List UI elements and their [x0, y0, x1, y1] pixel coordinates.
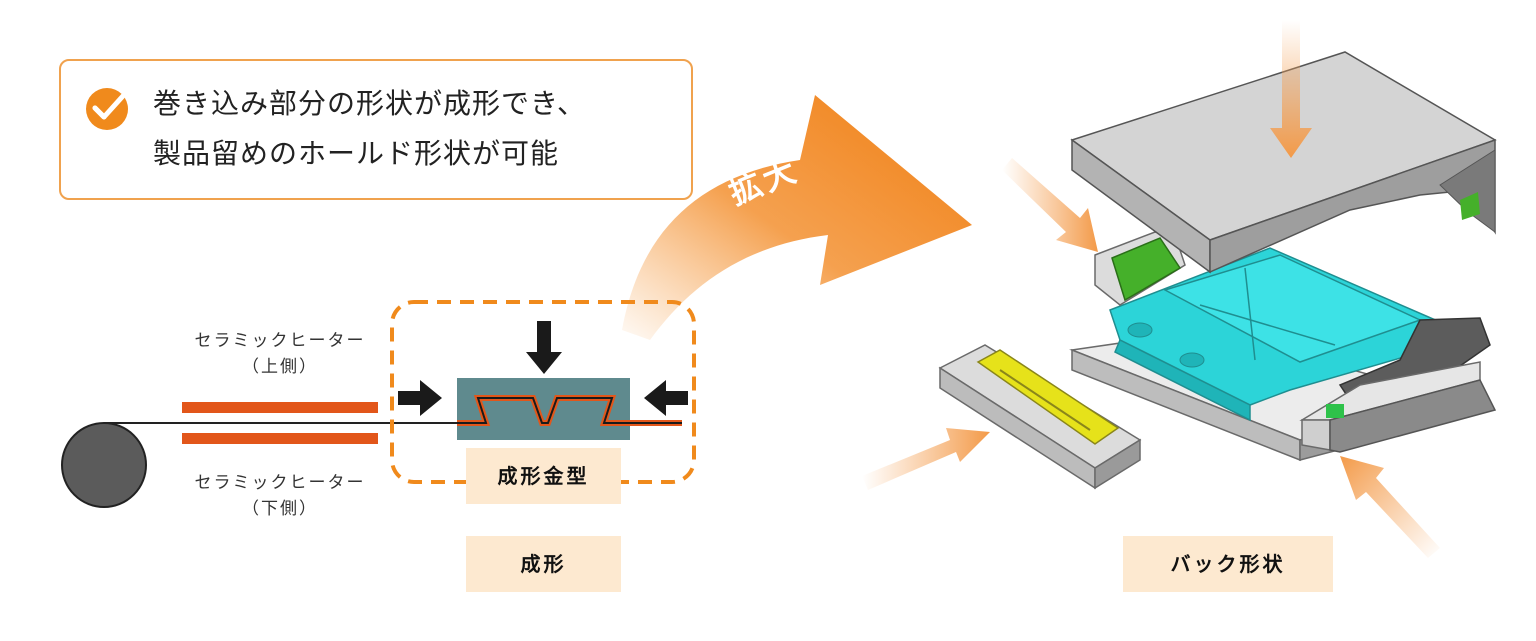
mold-region-outline: [390, 300, 696, 484]
heater-lower-bar: [182, 433, 378, 444]
heater-lower-name: セラミックヒーター: [194, 473, 366, 493]
heater-upper-bar: [182, 402, 378, 413]
yellow-insert-side: [1094, 438, 1141, 490]
callout-line-2: 製品留めのホールド形状が可能: [153, 137, 560, 170]
yellow-insert-groove: [999, 369, 1091, 431]
press-arrow-left: [644, 380, 688, 416]
right-block-front: [1301, 419, 1331, 451]
heater-upper-name: セラミックヒーター: [194, 331, 366, 351]
green-insert-part: [1111, 237, 1182, 302]
tray-hole-1: [1127, 322, 1153, 338]
heater-lower-position: （下側）: [242, 499, 318, 519]
upper-mold-cavity: [1439, 149, 1496, 233]
press-arrow-upper-left: [1002, 158, 1098, 252]
heater-upper-position: （上側）: [242, 357, 318, 377]
tray-rib-2: [1244, 267, 1256, 361]
enlarge-arrow: [622, 95, 972, 340]
tray-rib-1: [1199, 304, 1336, 346]
heater-lower-label: セラミックヒーター （下側）: [170, 470, 390, 522]
press-arrow-down: [526, 321, 562, 374]
press-arrow-lower-left: [862, 428, 990, 490]
process-tag: 成形: [466, 536, 621, 592]
feature-callout: 巻き込み部分の形状が成形でき、 製品留めのホールド形状が可能: [59, 59, 693, 200]
callout-line-1: 巻き込み部分の形状が成形でき、: [153, 87, 587, 120]
press-arrow-right: [398, 380, 442, 416]
film-reel: [61, 422, 147, 508]
tray-hole-2: [1179, 352, 1205, 368]
upper-mold-green-tab: [1460, 192, 1480, 220]
check-circle-icon: [86, 84, 134, 130]
yellow-insert-part: [976, 349, 1120, 445]
formed-film-core: [457, 397, 682, 424]
press-arrow-top: [1270, 20, 1312, 158]
press-arrow-lower-right: [1340, 456, 1440, 558]
right-block-side: [1329, 379, 1497, 453]
heater-upper-label: セラミックヒーター （上側）: [170, 328, 390, 380]
mold-block: [457, 378, 630, 440]
result-tag: バック形状: [1123, 536, 1333, 592]
mold-tag: 成形金型: [466, 448, 621, 504]
right-block-slot: [1326, 404, 1344, 418]
callout-text: 巻き込み部分の形状が成形でき、 製品留めのホールド形状が可能: [153, 79, 586, 179]
tray-wall: [1114, 338, 1251, 422]
